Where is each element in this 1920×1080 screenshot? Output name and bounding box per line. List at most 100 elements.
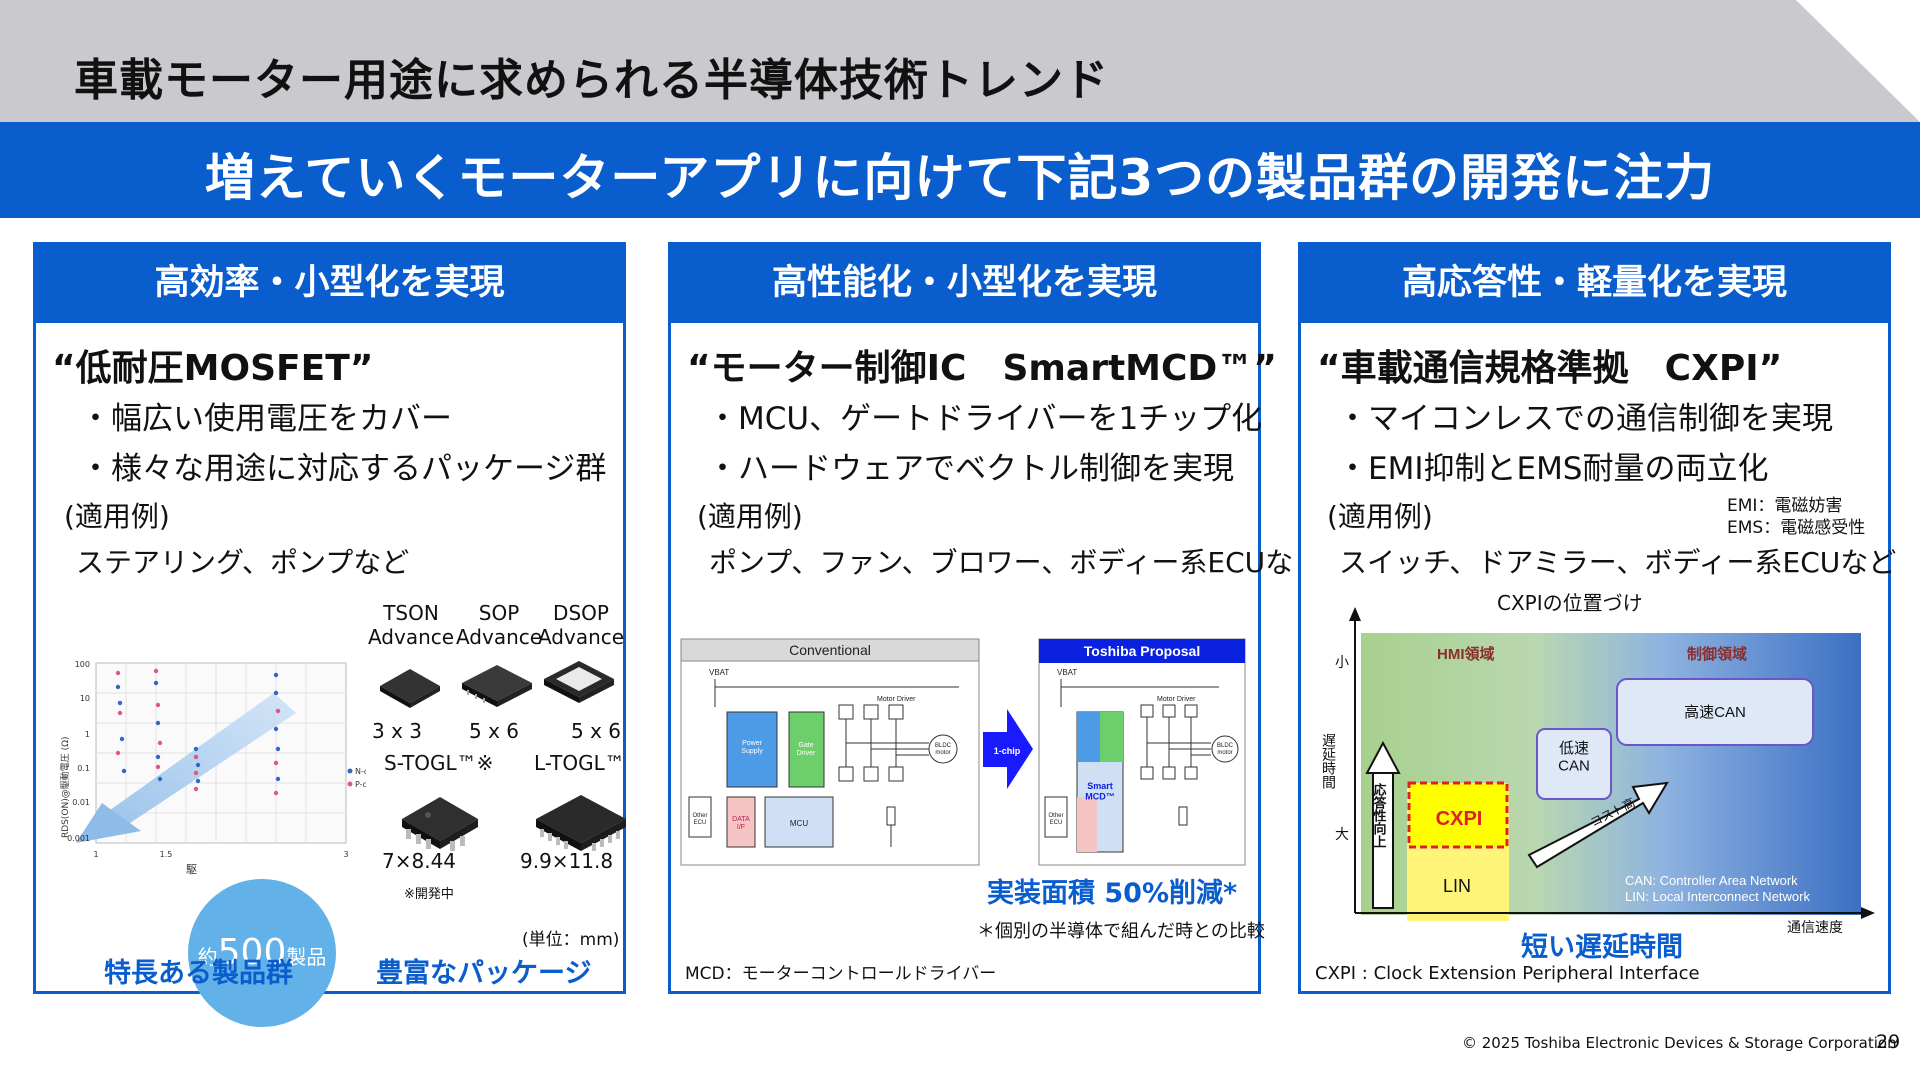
product-name: “低耐圧MOSFET” [52,348,374,389]
smart-mcd-dataif-section [1077,797,1097,852]
pkg-size-sop: 5 x 6 [469,719,519,743]
example-text: ポンプ、ファン、ブロワー、ボディー系ECUなど [709,546,1322,579]
y-tick: 10 [80,694,90,703]
bullet: ハードウェアでベクトル制御を実現 [707,443,1234,488]
page-title: 車載モーター用途に求められる半導体技術トレンド [74,55,1109,106]
motor-driver-label: Motor Driver [877,696,916,703]
scatter-point [157,740,163,746]
pkg-label-sop: SOP Advance [455,601,543,649]
high-can-label: 高速CAN [1684,704,1746,721]
copyright: © 2025 Toshiba Electronic Devices & Stor… [1462,1034,1897,1052]
mcu-block [764,796,834,848]
scatter-point [273,672,279,678]
x-axis-label: 駆 [186,863,197,876]
scatter-point [273,726,279,732]
y-tick: 0.01 [72,798,90,807]
one-chip-label: 1-chip [994,746,1021,756]
y-small-label: 小 [1335,654,1349,670]
scatter-point [275,746,281,752]
panel-mosfet: 高効率・小型化を実現 “低耐圧MOSFET” 幅広い使用電圧をカバー 様々な用途… [33,242,626,1027]
panel-header: 高応答性・軽量化を実現 [1301,245,1888,323]
title-band [0,0,1920,122]
scatter-point [195,778,201,784]
y-axis-ticks: 100 10 1 0.1 0.01 0.001 [67,660,90,843]
x-axis-ticks: 1 1.5 3 [93,850,348,859]
area-reduction-result: 実装面積 50%削減* [987,878,1238,909]
pkg-size-dsop: 5 x 6 [571,719,621,743]
panel-header: 高性能化・小型化を実現 [671,245,1258,323]
proposal-title-bar [1039,639,1245,663]
y-tick: 0.001 [67,834,90,843]
scatter-point [153,680,159,686]
ltogl-package-icon [536,795,626,851]
scatter-point [157,776,163,782]
scatter-point [273,790,279,796]
response-up-label: 応答性向上 [1372,782,1387,848]
scatter-point [117,710,123,716]
response-arrow-head [1365,740,1401,774]
scatter-point [115,750,121,756]
cxpi-label: CXPI [1436,808,1483,830]
scatter-point [117,700,123,706]
can-definition: CAN: Controller Area Network [1625,873,1798,888]
conventional-title-bar [680,638,980,662]
x-axis-label: 通信速度 [1787,920,1843,936]
dev-note: ※開発中 [404,887,454,902]
legend-pch: P-ch [355,780,366,789]
unit-note: (単位：mm) [522,930,620,950]
pkg-size-ltogl: 9.9×11.8 [520,849,614,873]
panel-cxpi: 高応答性・軽量化を実現 “車載通信規格準拠 CXPI” マイコンレスでの通信制御… [1298,242,1896,994]
bridge-switches [1140,704,1211,780]
emi-note: EMI：電磁妨害 [1727,496,1843,516]
pkg-size-stogl: 7×8.44 [382,849,457,873]
mcu-label: MCU [790,819,808,828]
product-name: “車載通信規格準拠 CXPI” [1317,348,1783,389]
power-supply-block [726,711,778,788]
conventional-title: Conventional [789,642,871,658]
scatter-point [155,754,161,760]
bullet: MCU、ゲートドライバーを1チップ化 [707,393,1262,438]
other-ecu-block [688,796,712,838]
scatter-point [119,736,125,742]
x-axis-arrowhead [1861,907,1875,919]
scatter-point [193,786,199,792]
motor-driver-label: Motor Driver [1157,696,1196,703]
x-tick: 1.5 [160,850,173,859]
cost-arrow [1527,781,1669,869]
y-axis-label: 遅延時間 [1321,733,1337,790]
x-tick: 1 [93,850,98,859]
short-latency-caption: 短い遅延時間 [1521,932,1683,963]
example-text: スイッチ、ドアミラー、ボディー系ECUなど [1339,546,1897,579]
example-label: (適用例) [64,500,170,533]
lin-definition: LIN: Local Interconnect Network [1625,889,1810,904]
y-tick: 0.1 [77,764,90,773]
bldc-motor [928,734,958,764]
x-tick: 3 [343,850,348,859]
legend-nch: N-ch [355,767,366,776]
one-chip-arrow [983,709,1033,789]
cxpi-footnote: CXPI : Clock Extension Peripheral Interf… [1315,963,1700,984]
rdson-scatter-chart: 100 10 1 0.1 0.01 0.001 1 1.5 3 RDS(ON)@… [60,660,366,876]
scatter-point [193,746,199,752]
pkg-label-stogl: S-TOGL™※ [384,751,494,775]
smart-mcd-gate-section [1100,712,1123,762]
example-text: ステアリング、ポンプなど [76,546,410,579]
vbat-label: VBAT [709,668,729,677]
panel-smartmcd: 高性能化・小型化を実現 “モーター制御IC SmartMCD™” MCU、ゲート… [668,242,1321,994]
sop-package-icon [462,665,532,707]
page-number: 29 [1876,1031,1901,1053]
legend-nch-marker [347,768,353,774]
y-tick: 1 [85,730,90,739]
badge-number: 500 [217,932,287,973]
product-count-badge: 約500製品 [188,879,336,1027]
vbat-label: VBAT [1057,668,1077,677]
